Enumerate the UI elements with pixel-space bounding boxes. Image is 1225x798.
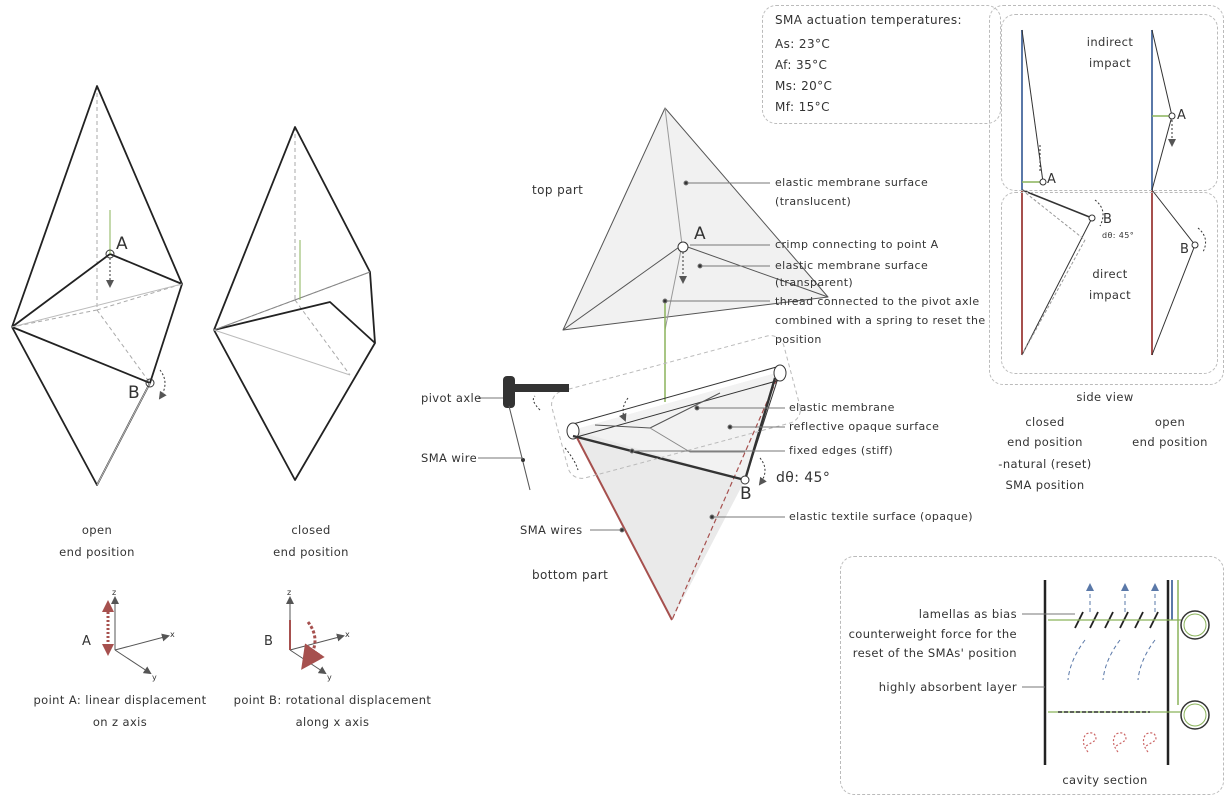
pivot-axle-graphic [503, 376, 569, 491]
open-geometry [11, 85, 183, 486]
middle-point-b: B [740, 484, 753, 504]
bottom-part-label: bottom part [532, 568, 609, 582]
axes-b-label: B [264, 634, 274, 649]
callout-textile: elastic textile surface (opaque) [789, 510, 974, 523]
cavity-box [840, 556, 1224, 795]
temps-title: SMA actuation temperatures: [775, 13, 962, 27]
direct-box [1001, 192, 1218, 374]
temps-af: Af: 35°C [775, 58, 828, 72]
top-part-label: top part [532, 183, 584, 197]
cavity-title: cavity section [1062, 773, 1148, 787]
axes-b [286, 596, 345, 675]
side-a1: A [1047, 172, 1057, 187]
sma-wire-label: SMA wire [421, 451, 478, 465]
side-a2: A [1177, 108, 1187, 123]
axes-a-label: A [82, 634, 92, 649]
side-closed-1: closed [1025, 415, 1065, 429]
callout-elastic-membrane: elastic membrane [789, 401, 895, 414]
desc-a-2: on z axis [92, 715, 148, 729]
axes-b-z: z [287, 588, 292, 597]
callout-transparent-2: (transparent) [775, 276, 854, 289]
open-point-a: A [116, 234, 129, 254]
cavity-callout-absorbent: highly absorbent layer [878, 680, 1017, 694]
closed-caption-2: end position [273, 545, 349, 559]
side-open-1: open [1154, 415, 1186, 429]
side-dtheta: dθ: 45° [1102, 231, 1135, 240]
side-view-box [989, 5, 1224, 385]
pivot-axle-label: pivot axle [421, 391, 482, 405]
direct-2: impact [1089, 288, 1131, 302]
axes-a [102, 596, 170, 675]
direct-1: direct [1092, 267, 1128, 281]
open-point-b: B [128, 383, 141, 403]
desc-a-1: point A: linear displacement [33, 693, 207, 707]
desc-b-1: point B: rotational displacement [233, 693, 432, 707]
middle-point-a: A [694, 224, 707, 244]
side-view-title: side view [1076, 390, 1134, 404]
callout-thread-3: position [775, 333, 822, 346]
open-caption-1: open [81, 523, 113, 537]
temps-box [762, 5, 1001, 124]
callout-thread-1: thread connected to the pivot axle [775, 295, 980, 308]
axes-a-x: x [170, 630, 176, 639]
axes-a-z: z [112, 588, 117, 597]
callout-crimp: crimp connecting to point A [775, 238, 939, 251]
cavity-section-drawing [1022, 580, 1210, 765]
axes-a-y: y [152, 673, 158, 682]
callout-transparent-1: elastic membrane surface [775, 259, 929, 272]
closed-caption-1: closed [291, 523, 331, 537]
callout-translucent-2: (translucent) [775, 195, 852, 208]
callout-fixed-edges: fixed edges (stiff) [789, 444, 894, 457]
side-b2: B [1180, 242, 1190, 257]
side-closed-2: end position [1007, 435, 1083, 449]
open-caption-2: end position [59, 545, 135, 559]
axes-b-y: y [327, 673, 333, 682]
temps-mf: Mf: 15°C [775, 100, 830, 114]
desc-b-2: along x axis [295, 715, 370, 729]
indirect-2: impact [1089, 56, 1131, 70]
side-closed-4: SMA position [1005, 478, 1085, 492]
cavity-callout-2: counterweight force for the [848, 627, 1017, 641]
callout-translucent-1: elastic membrane surface [775, 176, 929, 189]
leader-lines [478, 180, 785, 533]
axes-b-x: x [345, 630, 351, 639]
side-closed-3: -natural (reset) [998, 457, 1092, 471]
side-b1: B [1103, 212, 1113, 227]
sma-wires-label: SMA wires [520, 523, 583, 537]
temps-as: As: 23°C [775, 37, 831, 51]
cavity-callout-1: lamellas as bias [918, 607, 1017, 621]
callout-reflective: reflective opaque surface [789, 420, 940, 433]
temps-ms: Ms: 20°C [775, 79, 833, 93]
bottom-part-geometry [551, 335, 801, 621]
indirect-box [1001, 14, 1218, 191]
callout-thread-2: combined with a spring to reset the [775, 314, 986, 327]
closed-geometry [213, 126, 376, 481]
top-part-geometry [562, 107, 829, 402]
side-view-drawing [1021, 29, 1207, 356]
cavity-callout-3: reset of the SMAs' position [852, 646, 1017, 660]
indirect-1: indirect [1086, 35, 1134, 49]
side-open-2: end position [1132, 435, 1208, 449]
dtheta-label: dθ: 45° [776, 470, 831, 486]
